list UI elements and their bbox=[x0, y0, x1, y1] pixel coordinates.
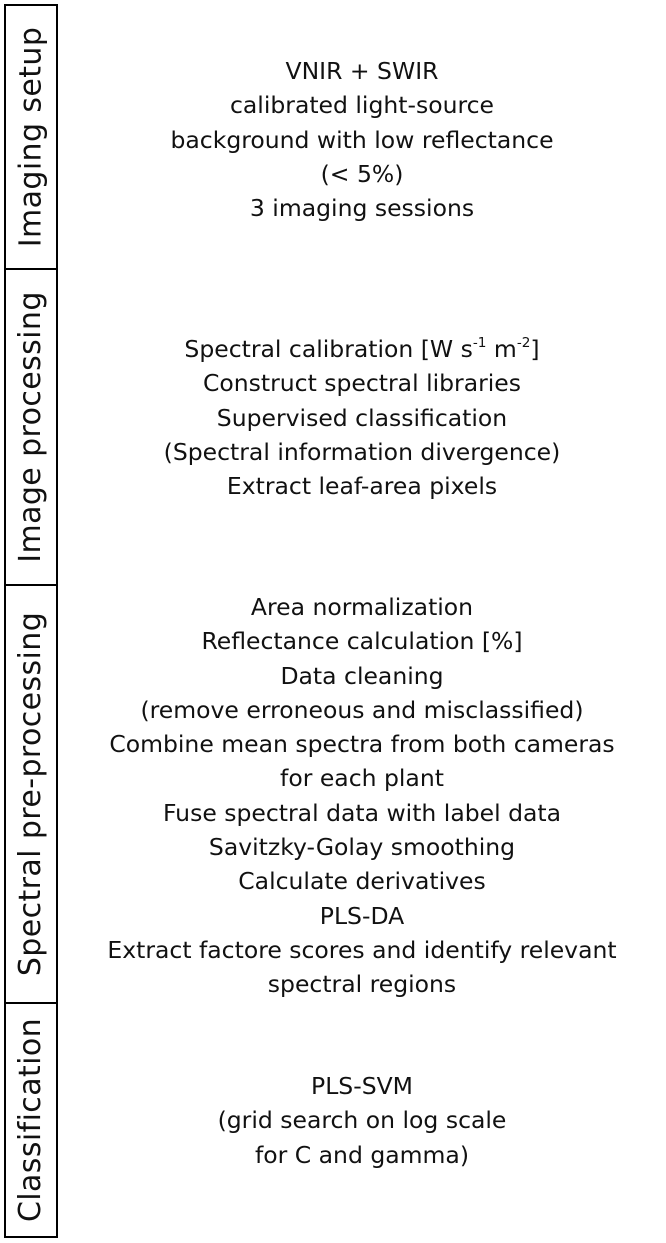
stage-label-text: Imaging setup bbox=[13, 26, 49, 248]
step-line: Reflectance calculation [%] bbox=[201, 627, 523, 656]
step-line: 3 imaging sessions bbox=[249, 194, 475, 223]
step-line: (Spectral information divergence) bbox=[163, 437, 561, 466]
step-line-spectral-calibration: Spectral calibration [W s-1 m-2] bbox=[62, 332, 662, 366]
stage-label-text: Spectral pre-processing bbox=[13, 611, 49, 977]
step-line: calibrated light-source bbox=[229, 91, 495, 120]
stage-image-processing-steps: Spectral calibration [W s-1 m-2] Constru… bbox=[62, 332, 662, 503]
step-line: Calculate derivatives bbox=[238, 867, 486, 896]
step-line: (grid search on log scale bbox=[217, 1106, 507, 1135]
stage-label-spectral-pre-processing: Spectral pre-processing bbox=[4, 584, 58, 1004]
step-line: for each plant bbox=[280, 764, 444, 793]
step-line: PLS-DA bbox=[319, 901, 405, 930]
calibration-text-mid: m bbox=[486, 335, 517, 363]
step-line: Construct spectral libraries bbox=[202, 369, 522, 398]
stage-imaging-setup-steps: VNIR + SWIR calibrated light-source back… bbox=[62, 54, 662, 225]
calibration-text-prefix: Spectral calibration [W s bbox=[184, 335, 473, 363]
stage-label-classification: Classification bbox=[4, 1002, 58, 1238]
step-line: (< 5%) bbox=[320, 159, 404, 188]
calibration-exponent-1: -1 bbox=[472, 334, 487, 351]
step-line: VNIR + SWIR bbox=[285, 57, 439, 85]
stage-spectral-pre-processing-steps: Area normalization Reflectance calculati… bbox=[62, 590, 662, 1002]
step-line: Combine mean spectra from both cameras bbox=[109, 730, 615, 759]
step-line: Fuse spectral data with label data bbox=[162, 798, 562, 827]
step-line: Data cleaning bbox=[280, 661, 444, 690]
stage-label-text: Classification bbox=[13, 1017, 49, 1223]
stage-label-column: Imaging setup Image processing Spectral … bbox=[4, 4, 58, 1238]
step-line: (remove erroneous and misclassified) bbox=[140, 695, 584, 724]
step-line: PLS-SVM bbox=[311, 1072, 413, 1100]
step-line: Supervised classification bbox=[216, 403, 508, 432]
stage-label-text: Image processing bbox=[13, 291, 49, 563]
step-line: Savitzky-Golay smoothing bbox=[208, 833, 516, 862]
stage-classification-steps: PLS-SVM (grid search on log scale for C … bbox=[62, 1069, 662, 1172]
step-line: spectral regions bbox=[267, 970, 457, 999]
step-line: Extract leaf-area pixels bbox=[226, 472, 498, 501]
step-line: Extract factore scores and identify rele… bbox=[107, 935, 617, 964]
stage-label-imaging-setup: Imaging setup bbox=[4, 4, 58, 270]
stage-label-image-processing: Image processing bbox=[4, 268, 58, 586]
step-line: background with low reflectance bbox=[170, 125, 554, 154]
step-line: for C and gamma) bbox=[254, 1140, 469, 1169]
step-line: Area normalization bbox=[250, 593, 474, 621]
calibration-text-suffix: ] bbox=[530, 335, 540, 363]
calibration-exponent-2: -2 bbox=[516, 334, 531, 351]
